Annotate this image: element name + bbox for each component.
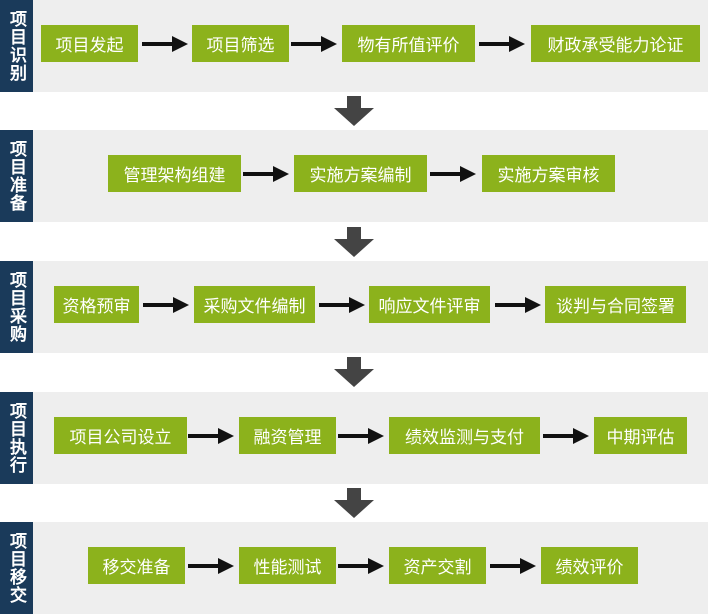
step-box: 采购文件编制 — [194, 286, 315, 323]
right-arrow-icon — [495, 297, 541, 313]
right-arrow-icon — [338, 558, 384, 574]
right-arrow-icon — [142, 36, 188, 52]
right-arrow-icon — [188, 558, 234, 574]
stage-label: 项目采购 — [0, 261, 33, 353]
stage-handover: 项目移交 移交准备 性能测试 资产交割 绩效评价 — [0, 522, 708, 614]
right-arrow-icon — [243, 166, 289, 182]
down-arrow-icon — [334, 96, 374, 126]
step-box: 性能测试 — [239, 547, 336, 584]
step-box: 项目公司设立 — [54, 417, 187, 454]
right-arrow-icon — [430, 166, 476, 182]
step-box: 实施方案审核 — [482, 155, 615, 192]
right-arrow-icon — [479, 36, 525, 52]
stage-identification: 项目识别 项目发起 项目筛选 物有所值评价 财政承受能力论证 — [0, 0, 708, 92]
step-box: 融资管理 — [239, 417, 336, 454]
right-arrow-icon — [319, 297, 365, 313]
right-arrow-icon — [291, 36, 337, 52]
right-arrow-icon — [143, 297, 189, 313]
stage-label: 项目识别 — [0, 0, 33, 92]
step-box: 资格预审 — [54, 286, 139, 323]
step-box: 绩效评价 — [541, 547, 638, 584]
step-box: 移交准备 — [88, 547, 185, 584]
down-arrow-icon — [334, 488, 374, 518]
stage-label: 项目执行 — [0, 392, 33, 484]
step-box: 实施方案编制 — [294, 155, 427, 192]
down-arrow-icon — [334, 227, 374, 257]
step-box: 中期评估 — [594, 417, 687, 454]
step-box: 响应文件评审 — [369, 286, 490, 323]
step-box: 管理架构组建 — [108, 155, 241, 192]
right-arrow-icon — [338, 428, 384, 444]
right-arrow-icon — [188, 428, 234, 444]
right-arrow-icon — [543, 428, 589, 444]
step-box: 物有所值评价 — [342, 25, 475, 62]
stage-execution: 项目执行 项目公司设立 融资管理 绩效监测与支付 中期评估 — [0, 392, 708, 484]
stage-preparation: 项目准备 管理架构组建 实施方案编制 实施方案审核 — [0, 130, 708, 222]
step-box: 资产交割 — [389, 547, 486, 584]
step-box: 绩效监测与支付 — [389, 417, 540, 454]
step-box: 财政承受能力论证 — [531, 25, 700, 62]
step-box: 谈判与合同签署 — [545, 286, 686, 323]
stage-procurement: 项目采购 资格预审 采购文件编制 响应文件评审 谈判与合同签署 — [0, 261, 708, 353]
step-box: 项目发起 — [41, 25, 138, 62]
step-box: 项目筛选 — [192, 25, 289, 62]
stage-label: 项目移交 — [0, 522, 33, 614]
down-arrow-icon — [334, 357, 374, 387]
right-arrow-icon — [490, 558, 536, 574]
stage-label: 项目准备 — [0, 130, 33, 222]
